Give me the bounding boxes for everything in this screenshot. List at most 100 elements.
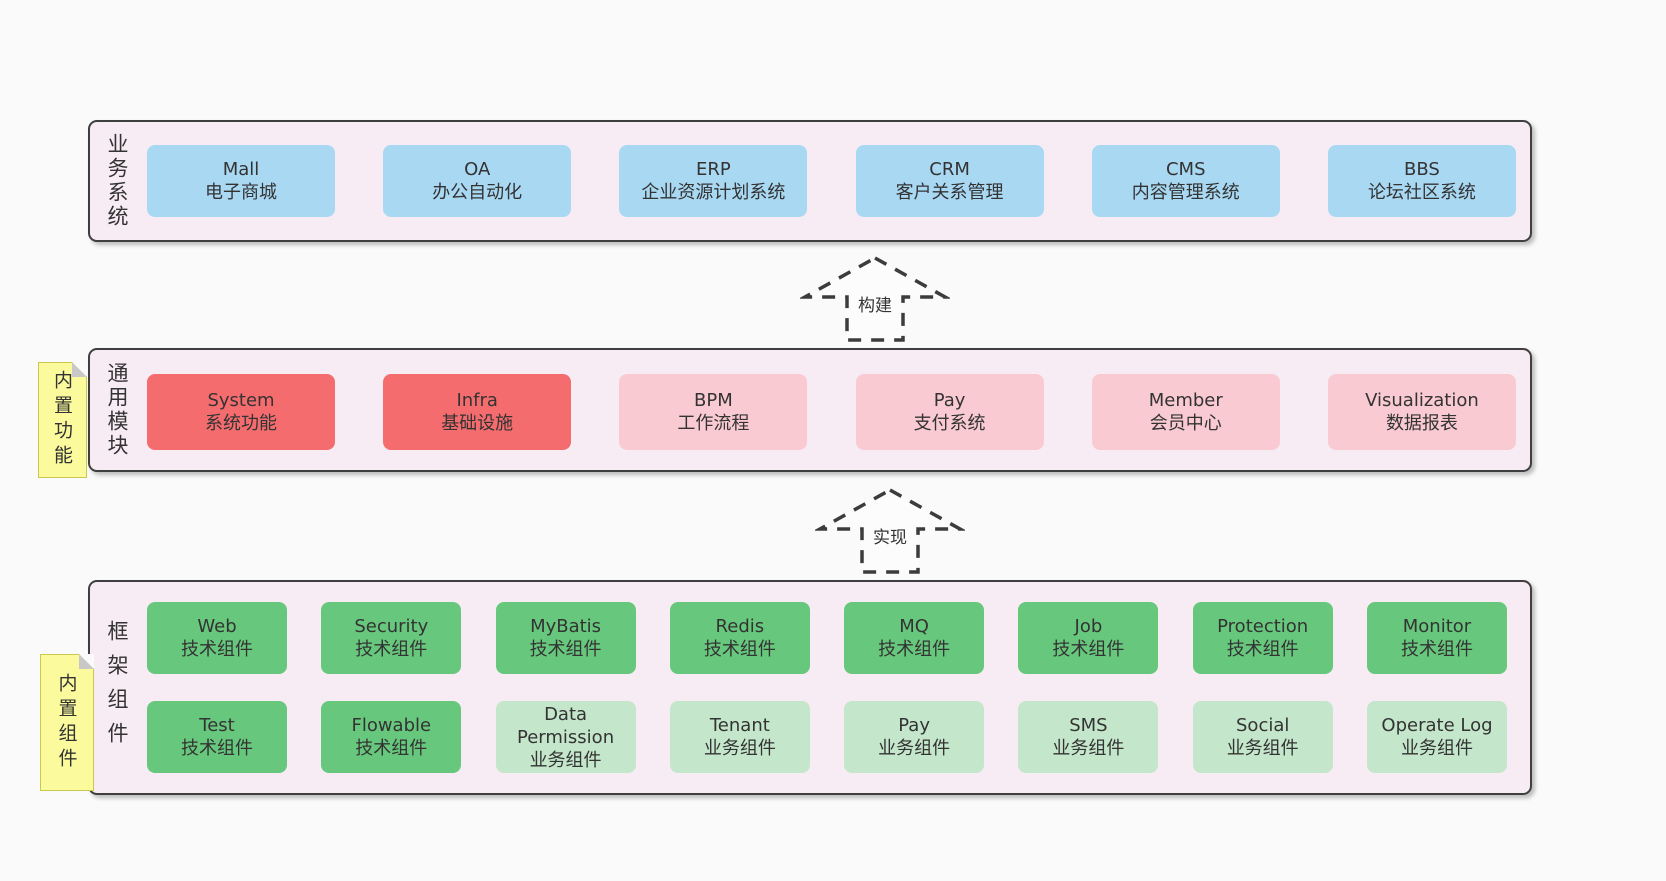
framework-components-row-2: Test 技术组件 Flowable 技术组件 Data Permission … [147, 701, 1507, 773]
node-subtitle: 基础设施 [441, 413, 514, 434]
node-subtitle: 论坛社区系统 [1367, 182, 1476, 203]
node-crm: CRM 客户关系管理 [855, 145, 1044, 217]
implement-arrow-label: 实现 [870, 523, 910, 548]
node-title: CMS [1165, 159, 1206, 180]
sticky-note-builtin-components: 内置组件 [40, 654, 94, 791]
node-subtitle: 技术组件 [1052, 639, 1125, 660]
node-title: Security [354, 616, 429, 637]
layer-label-framework-components: 框架组件 [105, 619, 129, 756]
node-subtitle: 业务组件 [1226, 738, 1299, 759]
node-social: Social 业务组件 [1192, 701, 1333, 773]
node-title: Operate Log [1381, 715, 1493, 736]
layer-label-business-systems: 业务系统 [105, 133, 129, 229]
node-bbs: BBS 论坛社区系统 [1327, 145, 1516, 217]
node-job: Job 技术组件 [1018, 602, 1159, 674]
node-subtitle: 技术组件 [355, 738, 428, 759]
node-subtitle: 技术组件 [355, 639, 428, 660]
sticky-note-label: 内置功能 [51, 370, 73, 470]
node-subtitle: 业务组件 [529, 749, 602, 771]
node-title: Visualization [1365, 390, 1479, 411]
node-subtitle: 技术组件 [1226, 639, 1299, 660]
node-title: SMS [1069, 715, 1108, 736]
sticky-note-builtin-features: 内置功能 [38, 362, 87, 478]
layer-label-common-modules: 通用模块 [105, 362, 129, 458]
business-systems-row: Mall 电子商城 OA 办公自动化 ERP 企业资源计划系统 CRM 客户关系… [147, 145, 1516, 217]
node-title: System [207, 390, 275, 411]
node-title: Infra [456, 390, 498, 411]
node-subtitle: 业务组件 [1052, 738, 1125, 759]
node-infra: Infra 基础设施 [383, 374, 572, 450]
node-monitor: Monitor 技术组件 [1366, 602, 1507, 674]
node-title: BPM [694, 390, 733, 411]
node-title: Redis [715, 616, 765, 637]
sticky-note-label: 内置组件 [55, 672, 78, 773]
node-title: Test [199, 715, 235, 736]
node-visualization: Visualization 数据报表 [1327, 374, 1516, 450]
node-subtitle: 技术组件 [878, 639, 951, 660]
node-title: Protection [1217, 616, 1309, 637]
node-sms: SMS 业务组件 [1018, 701, 1159, 773]
node-flowable: Flowable 技术组件 [321, 701, 462, 773]
node-title: CRM [929, 159, 970, 180]
node-title: OA [464, 159, 491, 180]
node-subtitle: 技术组件 [181, 639, 253, 660]
node-web: Web 技术组件 [147, 602, 287, 674]
node-title: Job [1074, 616, 1103, 637]
node-title: ERP [696, 159, 731, 180]
node-operate-log: Operate Log 业务组件 [1366, 701, 1507, 773]
node-subtitle: 内容管理系统 [1131, 182, 1240, 203]
node-data-permission: Data Permission 业务组件 [495, 701, 636, 773]
node-subtitle: 会员中心 [1149, 413, 1222, 434]
framework-components-row-1: Web 技术组件 Security 技术组件 MyBatis 技术组件 Redi… [147, 602, 1507, 674]
node-subtitle: 工作流程 [677, 413, 750, 434]
node-system: System 系统功能 [147, 374, 335, 450]
common-modules-row: System 系统功能 Infra 基础设施 BPM 工作流程 Pay 支付系统… [147, 374, 1516, 450]
node-title: Tenant [709, 715, 770, 736]
node-subtitle: 企业资源计划系统 [641, 182, 786, 203]
node-subtitle: 数据报表 [1385, 413, 1458, 434]
node-erp: ERP 企业资源计划系统 [619, 145, 808, 217]
node-subtitle: 技术组件 [703, 639, 776, 660]
node-subtitle: 电子商城 [205, 182, 277, 203]
node-subtitle: 技术组件 [181, 738, 253, 759]
implement-arrow: 实现 [815, 487, 965, 575]
node-subtitle: 业务组件 [1400, 738, 1473, 759]
node-subtitle: 客户关系管理 [895, 182, 1004, 203]
node-member: Member 会员中心 [1091, 374, 1280, 450]
node-tenant: Tenant 业务组件 [669, 701, 810, 773]
node-subtitle: 业务组件 [878, 738, 951, 759]
node-oa: OA 办公自动化 [383, 145, 572, 217]
node-title: BBS [1404, 159, 1440, 180]
build-arrow: 构建 [800, 255, 950, 343]
node-title: Data Permission [517, 703, 615, 748]
node-mq: MQ 技术组件 [844, 602, 985, 674]
node-pay-module: Pay 支付系统 [855, 374, 1044, 450]
node-title: Pay [933, 390, 966, 411]
node-title: Social [1236, 715, 1290, 736]
node-security: Security 技术组件 [321, 602, 462, 674]
node-title: MyBatis [530, 616, 602, 637]
node-title: Pay [898, 715, 930, 736]
node-subtitle: 业务组件 [703, 738, 776, 759]
layer-framework-components: 框架组件 Web 技术组件 Security 技术组件 MyBatis 技术组件… [88, 580, 1532, 795]
node-subtitle: 技术组件 [529, 639, 602, 660]
node-title: Web [197, 616, 237, 637]
layer-common-modules: 通用模块 System 系统功能 Infra 基础设施 BPM 工作流程 Pay… [88, 348, 1532, 472]
node-title: Member [1148, 390, 1223, 411]
node-bpm: BPM 工作流程 [619, 374, 808, 450]
node-title: MQ [899, 616, 929, 637]
node-subtitle: 系统功能 [205, 413, 277, 434]
layer-business-systems: 业务系统 Mall 电子商城 OA 办公自动化 ERP 企业资源计划系统 CRM… [88, 120, 1532, 242]
node-title: Flowable [351, 715, 432, 736]
node-pay-component: Pay 业务组件 [844, 701, 985, 773]
node-title: Monitor [1402, 616, 1472, 637]
node-title: Mall [222, 159, 260, 180]
node-subtitle: 支付系统 [913, 413, 986, 434]
node-subtitle: 技术组件 [1400, 639, 1473, 660]
node-mall: Mall 电子商城 [147, 145, 335, 217]
build-arrow-label: 构建 [855, 291, 895, 316]
node-redis: Redis 技术组件 [669, 602, 810, 674]
node-subtitle: 办公自动化 [432, 182, 523, 203]
node-mybatis: MyBatis 技术组件 [495, 602, 636, 674]
